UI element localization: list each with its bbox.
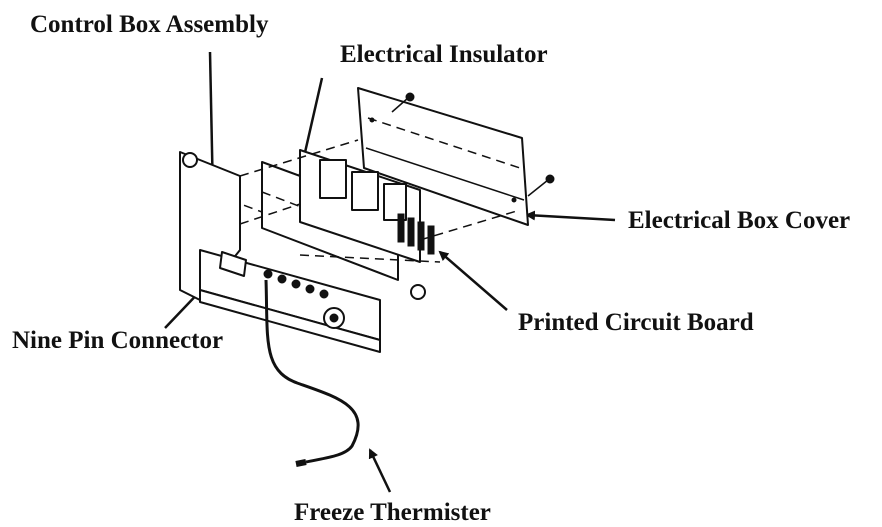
label-nine-pin-connector: Nine Pin Connector [12,327,223,354]
terminal-4 [427,225,435,255]
terminal-strip [263,269,329,299]
relay-1 [319,159,347,199]
label-electrical-insulator: Electrical Insulator [340,41,548,68]
label-control-box-assembly: Control Box Assembly [30,11,269,38]
relay-3 [383,183,407,221]
screw-1 [391,97,409,113]
box-cover-plate [357,87,529,226]
box-dash-middle [239,203,301,225]
strip-pin-1 [263,269,273,279]
strip-pin-4 [305,284,315,294]
grommet-core [329,313,339,323]
thermister-wire [264,279,360,464]
cover-hole-1 [369,117,375,123]
screw-2 [527,179,549,197]
label-electrical-box-cover: Electrical Box Cover [628,207,850,234]
pcb-dash-bottom [299,254,441,263]
pcb-terminal-block [397,213,435,255]
strip-pin-3 [291,279,301,289]
printed-circuit-board-part [299,149,521,263]
leader-freeze-thermister [368,448,392,493]
leader-printed-circuit-board [438,250,508,311]
cover-hole-2 [511,197,517,203]
freeze-thermister-part [264,279,360,467]
label-freeze-thermister: Freeze Thermister [294,499,491,526]
screw-head-1 [405,92,415,102]
electrical-box-cover-part [357,87,555,226]
leader-electrical-box-cover [525,210,616,222]
terminal-1 [397,213,405,243]
box-dash-top [239,139,359,177]
terminal-3 [417,221,425,251]
box-cover-screw-line [367,117,521,169]
mount-tab-left [182,152,198,168]
screw-head-2 [545,174,555,184]
mount-tab-right [410,284,426,300]
box-cover-edge [365,147,525,201]
nine-pin-connector-part [219,251,247,277]
label-printed-circuit-board: Printed Circuit Board [518,309,754,336]
strip-pin-5 [319,289,329,299]
control-box-front [199,289,381,353]
control-box-assembly-part [179,139,426,353]
relay-2 [351,171,379,211]
thermister-probe [295,459,307,467]
strip-pin-2 [277,274,287,284]
terminal-2 [407,217,415,247]
pcb-dash-right [419,209,521,241]
